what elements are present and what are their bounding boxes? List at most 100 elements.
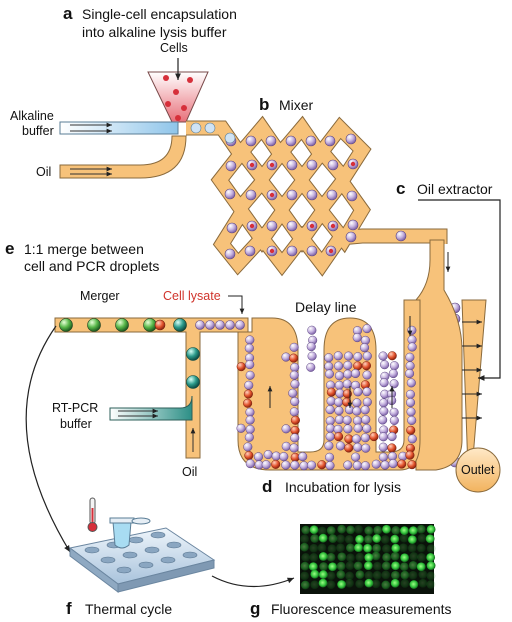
alkaline-buffer-label-line2: buffer: [22, 124, 54, 138]
fluorescent-droplet: [363, 543, 373, 553]
fluorescent-droplet: [371, 579, 381, 589]
delay-droplet: [379, 360, 390, 370]
lysate-droplet: [271, 459, 281, 469]
lysate-droplet: [397, 459, 407, 469]
delay-droplet: [334, 406, 344, 416]
fluorescent-droplet: [408, 526, 418, 536]
delay-droplet: [352, 333, 362, 343]
mixer-droplet: [395, 230, 407, 242]
mixer-droplet: [346, 190, 358, 202]
delay-droplet: [333, 397, 344, 407]
fluorescent-droplet: [373, 561, 382, 571]
mixer-droplet: [345, 133, 357, 145]
mixer-droplet: [327, 159, 339, 171]
fluorescent-droplet: [400, 526, 409, 536]
panel-e-title-line2: cell and PCR droplets: [24, 258, 159, 274]
oil-inlet-channel: [59, 135, 187, 179]
fluorescent-droplet: [301, 525, 311, 535]
delay-droplet: [281, 441, 291, 451]
delay-droplet: [379, 406, 389, 416]
fluorescent-droplet: [407, 543, 417, 553]
cell-lysate-label: Cell lysate: [163, 289, 221, 303]
delay-droplet: [352, 460, 362, 470]
delay-droplet: [389, 415, 399, 426]
lysate-droplet: [244, 450, 254, 461]
fluorescent-droplet: [309, 525, 319, 535]
lysate-droplet: [344, 443, 354, 453]
delay-droplet: [350, 368, 361, 379]
merger-droplets: [59, 318, 245, 389]
fluorescent-droplet: [346, 525, 355, 535]
fluorescent-droplet: [381, 580, 391, 590]
delay-droplet: [245, 335, 255, 345]
fluorescent-droplet: [355, 570, 365, 580]
mixer-channel: [186, 115, 448, 277]
panel-b-letter: b: [259, 95, 269, 114]
delay-droplet: [379, 398, 389, 408]
fluorescent-droplet: [355, 579, 365, 589]
oil-extractor: [415, 239, 501, 493]
delay-line-label: Delay line: [295, 299, 357, 315]
fluorescent-droplet: [310, 534, 320, 543]
delay-droplet: [281, 460, 291, 470]
delay-droplet: [379, 378, 389, 388]
mixer-cell: [328, 248, 334, 254]
plate-well: [100, 556, 116, 564]
cells-label: Cells: [160, 41, 188, 55]
fluorescent-droplet: [426, 525, 436, 534]
fluorescent-droplet: [318, 570, 328, 579]
mixer-cell: [269, 162, 275, 168]
fluorescent-droplet: [355, 534, 364, 544]
merged-droplet: [143, 318, 157, 332]
delay-droplet: [378, 432, 388, 442]
fluorescent-droplet: [372, 543, 382, 553]
delay-droplet: [335, 441, 346, 451]
mixer-cell: [269, 248, 275, 254]
panel-f-letter: f: [66, 599, 72, 618]
fluorescent-droplet: [416, 543, 426, 553]
alkaline-buffer-label-line1: Alkaline: [10, 109, 54, 123]
delay-droplet: [281, 424, 291, 434]
delay-droplet: [243, 442, 253, 452]
mixer-droplet: [286, 189, 298, 201]
thermometer-icon: [87, 497, 98, 532]
mixer-droplet: [224, 188, 236, 200]
lysate-droplet: [289, 353, 299, 363]
lysate-droplet: [290, 415, 300, 425]
fluorescent-droplet: [300, 534, 310, 544]
mixer-droplet: [286, 159, 298, 171]
delay-droplet: [352, 406, 362, 416]
delay-droplet: [353, 352, 363, 362]
fluorescent-droplet: [319, 562, 329, 571]
plate-well: [122, 551, 138, 559]
fluorescent-droplet: [426, 552, 436, 562]
thermal-to-fluorescence-arrow: [211, 575, 295, 588]
fluorescent-droplet: [372, 534, 382, 543]
delay-droplet: [333, 351, 343, 361]
delay-droplet: [289, 370, 299, 380]
delay-droplet: [389, 361, 399, 371]
lysate-droplet: [290, 452, 300, 462]
fluorescent-droplet: [416, 562, 426, 572]
mixer-droplet: [285, 135, 297, 147]
plate-well: [84, 546, 100, 554]
lysate-droplet: [243, 389, 253, 399]
mixer-cell: [309, 223, 315, 229]
pcr-droplet: [186, 347, 200, 361]
delay-droplet: [360, 461, 370, 471]
fluorescent-droplet: [300, 561, 310, 571]
rtpcr-label-line2: buffer: [60, 417, 92, 431]
fluorescent-droplet: [310, 569, 320, 579]
delay-droplet: [245, 459, 255, 469]
mixer-droplet: [286, 245, 298, 257]
lysate-droplet: [361, 361, 371, 371]
fluorescent-droplet: [326, 571, 336, 581]
lysate-droplet: [236, 362, 246, 372]
mixer-cell: [249, 223, 255, 229]
fluorescent-droplet: [318, 552, 328, 561]
fluorescent-droplet: [318, 578, 328, 588]
fluorescent-droplet: [372, 570, 382, 580]
delay-line-droplets: [236, 324, 417, 471]
panel-a-letter: a: [63, 4, 73, 23]
fluorescent-droplet: [418, 570, 428, 579]
